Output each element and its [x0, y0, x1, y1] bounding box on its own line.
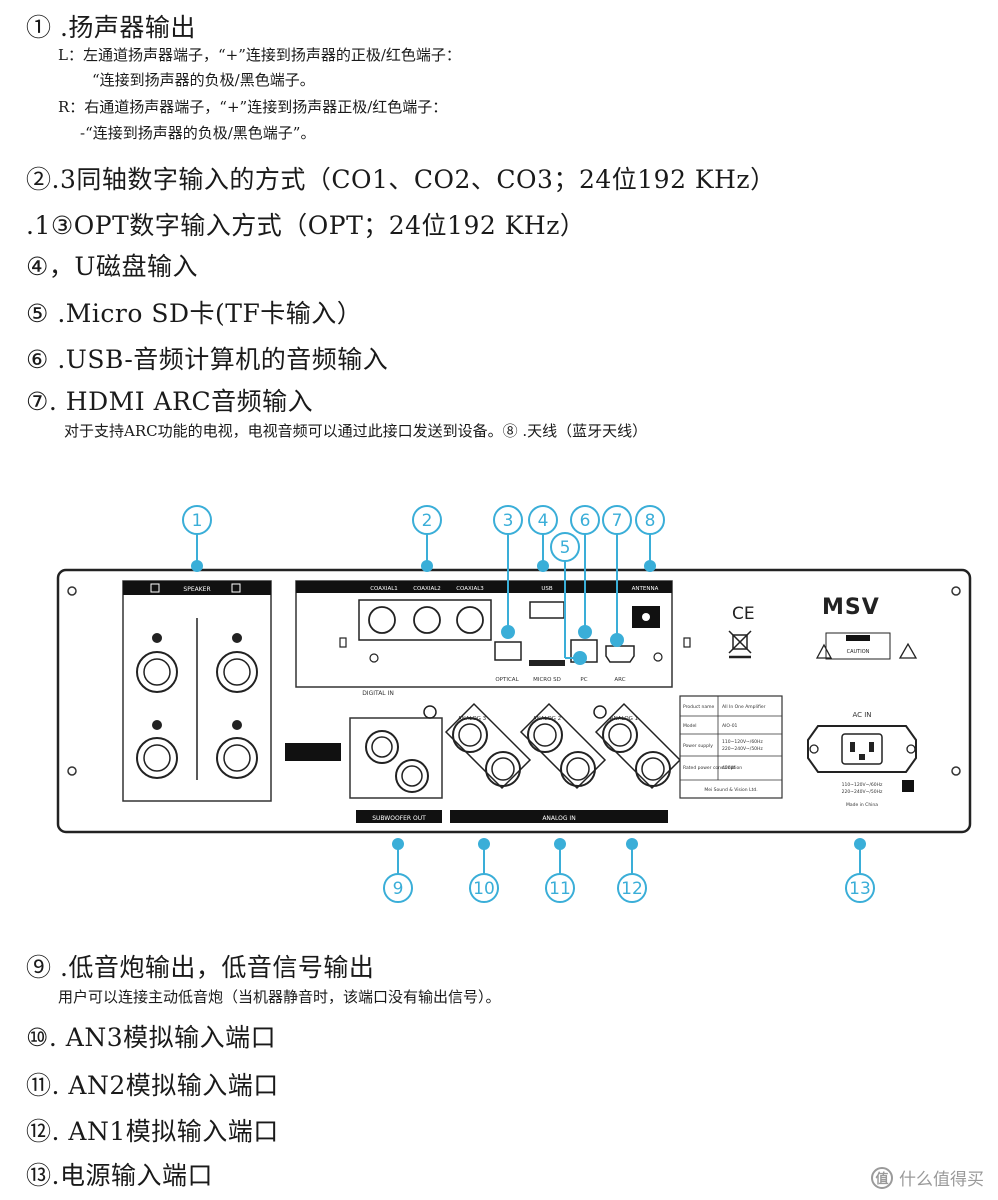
- item-9-heading: ⑨ .低音炮输出，低音信号输出: [26, 953, 375, 982]
- item-12-heading: ⑫. AN1模拟输入端口: [26, 1117, 279, 1146]
- item-5-heading: ⑤ .Micro SD卡(TF卡输入）: [26, 299, 363, 328]
- callout-lines: [196, 533, 861, 874]
- watermark-icon: 值: [871, 1166, 893, 1189]
- rear-panel-diagram: SPEAKER COAXIAL1 COAXIAL2 COAXIAL3 USB A…: [56, 505, 972, 903]
- item-4-heading: ④，U磁盘输入: [26, 252, 198, 281]
- brand-logo: MSV: [822, 595, 880, 620]
- ce-mark: CE: [732, 604, 755, 624]
- item-1-heading: ① .扬声器输出: [26, 13, 196, 42]
- analog-jacks: [452, 717, 671, 787]
- callout-11: 11: [549, 879, 571, 899]
- coaxial3-label: COAXIAL3: [456, 586, 484, 592]
- pc-label: PC: [580, 677, 587, 683]
- power-supply-value-1: 110~120V~/60Hz: [722, 739, 763, 745]
- ac-inlet: [807, 725, 917, 773]
- item-9-note: 用户可以连接主动低音炮（当机器静音时，该端口没有输出信号）。: [58, 988, 501, 1006]
- callout-2: 2: [422, 511, 433, 531]
- antenna-label: ANTENNA: [632, 586, 659, 592]
- subwoofer-out-label: SUBWOOFER OUT: [372, 815, 426, 822]
- item-11-heading: ⑪. AN2模拟输入端口: [26, 1071, 279, 1100]
- item-1-left-note-2: “连接到扬声器的负极/黑色端子。: [92, 71, 315, 89]
- item-1-left-note: L：左通道扬声器端子，“+”连接到扬声器的正极/红色端子：: [58, 46, 461, 64]
- callout-9: 9: [393, 879, 404, 899]
- power-supply-value-2: 220~240V~/50Hz: [722, 746, 763, 752]
- arc-label: ARC: [614, 677, 625, 683]
- site-watermark: 值 什么值得买: [871, 1165, 984, 1190]
- microsd-label: MICRO SD: [533, 677, 561, 683]
- hdmi-port: [605, 645, 635, 663]
- model-key: Model: [683, 723, 697, 729]
- usb-label: USB: [541, 586, 553, 592]
- ac-in-label: AC IN: [852, 711, 871, 719]
- coaxial-jacks: [368, 606, 484, 634]
- watermark-text: 什么值得买: [899, 1170, 984, 1190]
- item-7-heading: ⑦. HDMI ARC音频输入: [26, 387, 314, 416]
- consumption-key: Rated power consumption: [683, 765, 742, 771]
- callout-12: 12: [621, 879, 643, 899]
- ac-spec-2: 220~240V~/50Hz: [842, 789, 883, 795]
- item-1-right-note: R：右通道扬声器端子，“+”连接到扬声器正极/红色端子：: [58, 98, 448, 116]
- callout-6: 6: [580, 511, 591, 531]
- item-3-heading: .1③OPT数字输入方式（OPT；24位192 KHz）: [26, 211, 586, 240]
- warning-icon: [815, 642, 918, 659]
- model-value: AIO-01: [722, 723, 738, 729]
- subwoofer-jacks: [365, 730, 429, 793]
- weee-bin-icon: [728, 630, 752, 659]
- product-info-label: [679, 695, 783, 799]
- maker-text: Mei Sound & Vision Ltd.: [704, 787, 757, 793]
- callout-1: 1: [192, 511, 203, 531]
- ac-spec-1: 110~120V~/60Hz: [842, 782, 883, 788]
- panel-screws: [67, 586, 961, 776]
- power-supply-key: Power supply: [683, 743, 713, 749]
- microsd-port: [529, 660, 565, 666]
- speaker-label: SPEAKER: [183, 586, 210, 593]
- callout-8: 8: [645, 511, 656, 531]
- callout-circles: [182, 505, 875, 903]
- coaxial1-label: COAXIAL1: [370, 586, 398, 592]
- callout-4: 4: [538, 511, 549, 531]
- made-in-text: Made in China: [846, 802, 878, 808]
- callout-3: 3: [503, 511, 514, 531]
- optical-label: OPTICAL: [495, 677, 519, 683]
- analog-in-label: ANALOG IN: [542, 815, 575, 822]
- product-name-value: All In One Amplifier: [722, 704, 766, 710]
- item-7-8-note: 对于支持ARC功能的电视，电视音频可以通过此接口发送到设备。⑧ .天线（蓝牙天线…: [64, 422, 648, 440]
- item-10-heading: ⑩. AN3模拟输入端口: [26, 1023, 277, 1052]
- speaker-terminals: [136, 651, 258, 779]
- coaxial2-label: COAXIAL2: [413, 586, 441, 592]
- callout-7: 7: [612, 511, 623, 531]
- caution-text: CAUTION: [847, 649, 870, 655]
- callout-13: 13: [849, 879, 871, 899]
- caution-label: [825, 632, 891, 660]
- item-2-heading: ②.3同轴数字输入的方式（CO1、CO2、CO3；24位192 KHz）: [26, 165, 776, 194]
- optical-port: [494, 641, 522, 661]
- callout-10: 10: [473, 879, 495, 899]
- item-6-heading: ⑥ .USB-音频计算机的音频输入: [26, 345, 389, 374]
- consumption-value: 450W: [722, 765, 736, 771]
- callout-dots: [191, 560, 866, 850]
- product-name-key: Product name: [683, 704, 715, 710]
- item-13-heading: ⑬.电源输入端口: [26, 1161, 213, 1190]
- item-1-right-note-2: -“连接到扬声器的负极/黑色端子”。: [80, 124, 316, 142]
- callout-5: 5: [560, 538, 571, 558]
- digital-in-label: DIGITAL IN: [362, 690, 394, 697]
- subwoofer-block: [349, 717, 443, 799]
